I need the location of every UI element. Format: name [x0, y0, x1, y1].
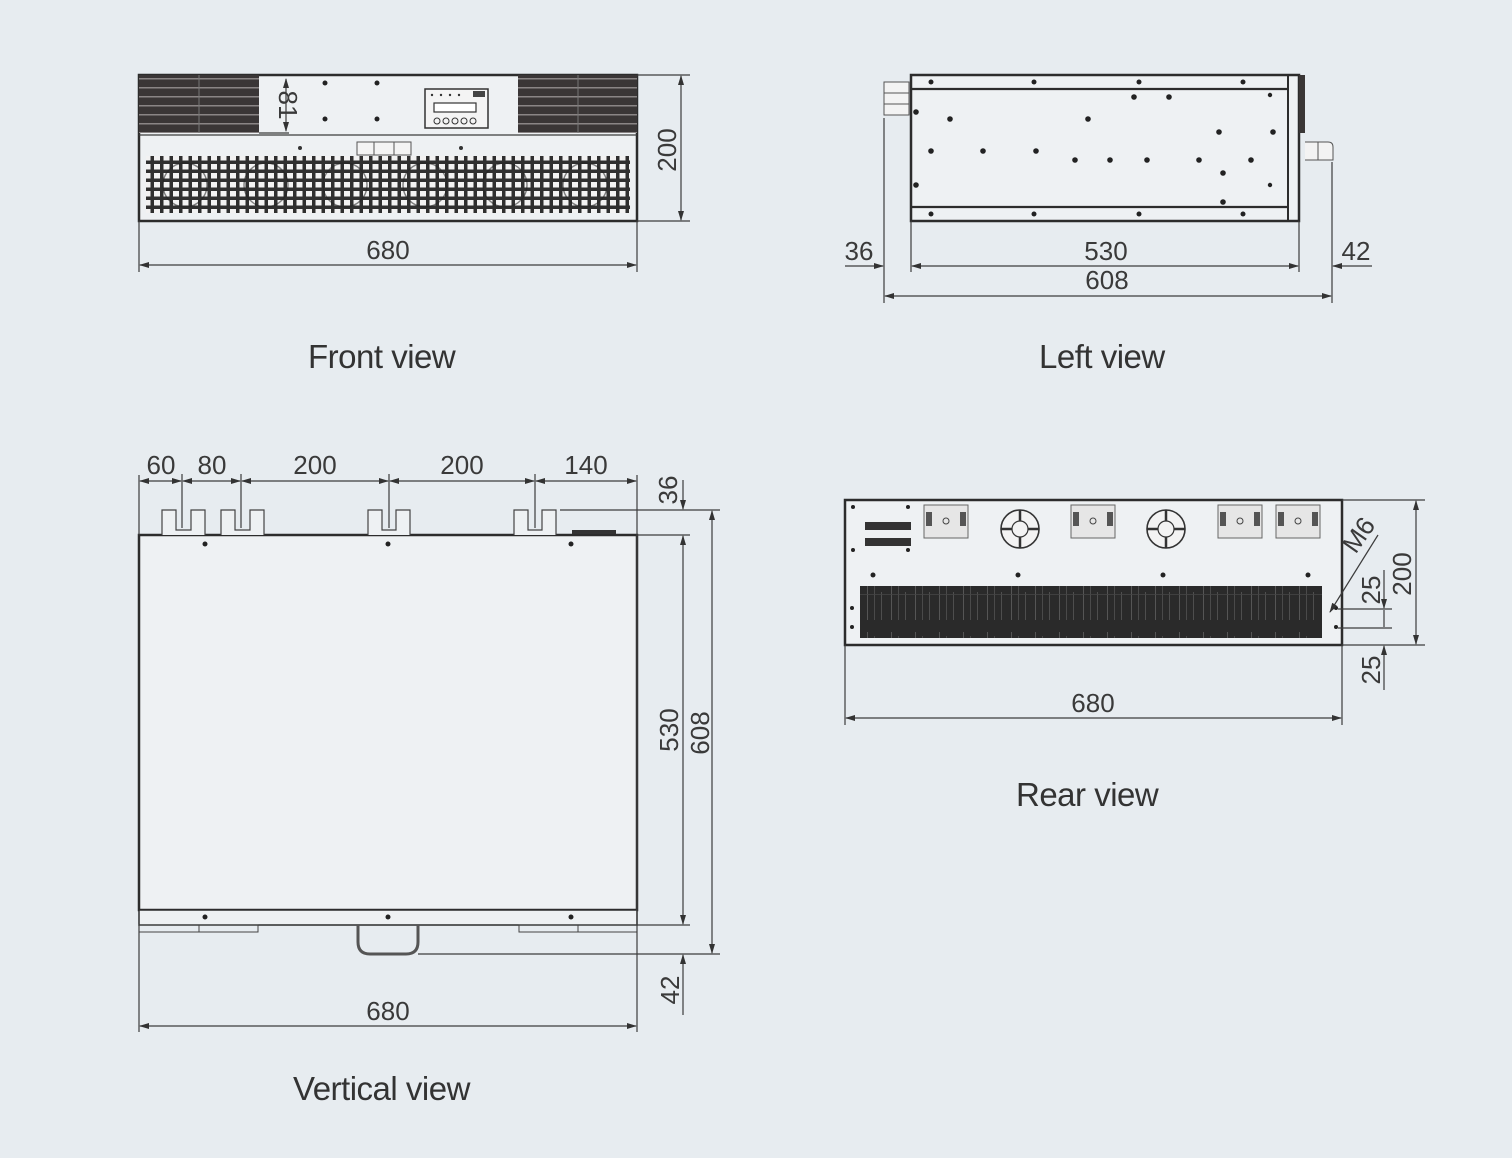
left-front-offset-label: 36 — [845, 236, 874, 266]
rear-width-label: 680 — [1071, 688, 1114, 718]
left-view-caption: Left view — [1039, 338, 1165, 375]
rear-handle — [356, 925, 420, 956]
front-fan-grille — [146, 156, 630, 213]
left-total-depth-label: 608 — [1085, 265, 1128, 295]
left-body-depth-label: 530 — [1084, 236, 1127, 266]
vertical-view-caption: Vertical view — [293, 1070, 470, 1107]
spacing-label-5: 140 — [564, 450, 607, 480]
rear-output-block — [860, 586, 1322, 638]
control-panel — [424, 88, 489, 129]
front-width-label: 680 — [366, 235, 409, 265]
rear-fan-1 — [1000, 509, 1040, 549]
spacing-label-1: 60 — [147, 450, 176, 480]
rear-bolt-spacing-label: 25 — [1356, 576, 1386, 605]
spacing-label-2: 80 — [198, 450, 227, 480]
front-panel-height-label: 81 — [273, 91, 303, 120]
vertical-rear-offset-label: 42 — [655, 976, 685, 1005]
left-view: 36 530 42 608 — [845, 73, 1372, 303]
vertical-width-label: 680 — [366, 996, 409, 1026]
front-view: 81 200 680 — [137, 73, 690, 272]
vertical-total-depth-label: 608 — [685, 711, 715, 754]
rear-bolt-edge-label: 25 — [1356, 656, 1386, 685]
front-view-caption: Front view — [308, 338, 456, 375]
rear-view: 200 25 25 M6 680 — [843, 498, 1425, 725]
rear-fan-2 — [1146, 509, 1186, 549]
vertical-body-depth-label: 530 — [654, 708, 684, 751]
rear-height-label: 200 — [1387, 552, 1417, 595]
vertical-front-offset-label: 36 — [653, 476, 683, 505]
left-rear-offset-label: 42 — [1342, 236, 1371, 266]
spacing-label-3: 200 — [293, 450, 336, 480]
front-height-label: 200 — [652, 128, 682, 171]
vertical-view: 60 80 200 200 140 36 530 608 42 680 — [137, 450, 720, 1032]
rear-view-caption: Rear view — [1016, 776, 1159, 813]
spacing-label-4: 200 — [440, 450, 483, 480]
